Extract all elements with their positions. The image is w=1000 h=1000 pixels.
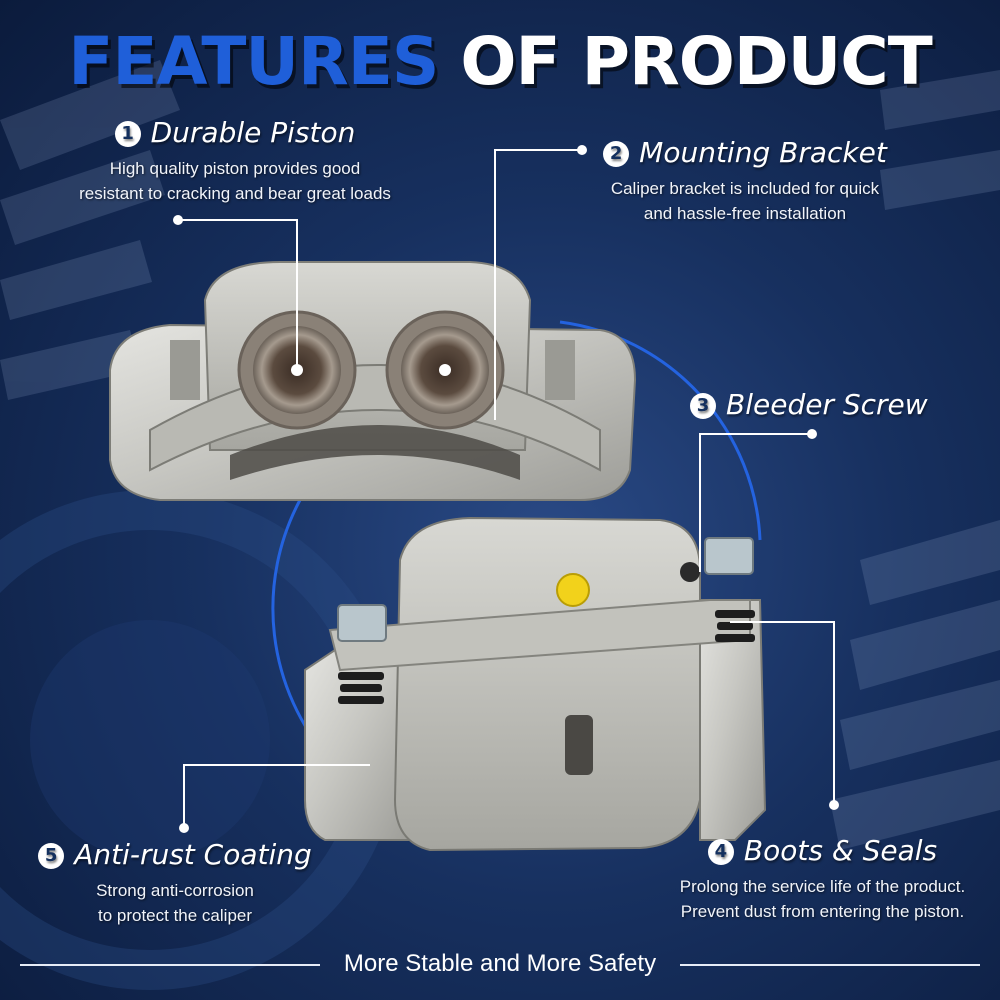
divider-left [20, 964, 320, 966]
feature-description-line: Prolong the service life of the product. [679, 877, 966, 896]
feature-description: Caliper bracket is included for quick an… [585, 176, 905, 226]
title-rest: OF PRODUCT [460, 23, 932, 100]
number-badge-icon: 5 [38, 843, 65, 869]
feature-title: Bleeder Screw [726, 388, 928, 421]
feature-heading: 3 Bleeder Screw [690, 388, 950, 422]
feature-anti-rust-coating: 5 Anti-rust Coating Strong anti-corrosion… [30, 838, 320, 928]
divider-right [680, 964, 980, 966]
feature-title: Durable Piston [150, 116, 356, 149]
feature-description: Prolong the service life of the product.… [660, 874, 985, 924]
number-badge-icon: 3 [690, 393, 716, 419]
feature-heading: 4 Boots & Seals [660, 834, 985, 868]
feature-bleeder-screw: 3 Bleeder Screw [690, 388, 950, 422]
number-badge-icon: 4 [707, 839, 734, 865]
tagline-text: More Stable and More Safety [343, 950, 657, 977]
page-title: FEATURES OF PRODUCT [0, 22, 1000, 102]
caliper-piston-view [109, 261, 637, 501]
feature-durable-piston: 1 Durable Piston High quality piston prov… [60, 116, 410, 206]
feature-description-line: resistant to cracking and bear great loa… [79, 184, 391, 203]
caliper-bracket-view [304, 516, 767, 852]
feature-heading: 5 Anti-rust Coating [30, 838, 320, 872]
feature-title: Anti-rust Coating [74, 838, 312, 871]
feature-description: High quality piston provides good resist… [60, 156, 410, 206]
feature-description-line: Prevent dust from entering the piston. [680, 902, 965, 921]
feature-mounting-bracket: 2 Mounting Bracket Caliper bracket is inc… [585, 136, 905, 226]
feature-title: Boots & Seals [743, 834, 938, 867]
number-badge-icon: 1 [114, 121, 141, 147]
feature-title: Mounting Bracket [639, 136, 887, 169]
title-highlight: FEATURES [68, 23, 439, 100]
number-badge-icon: 2 [603, 141, 630, 167]
feature-description-line: High quality piston provides good [109, 159, 361, 178]
feature-description-line: Caliper bracket is included for quick [610, 179, 880, 198]
footer-tagline: More Stable and More Safety [0, 946, 1000, 982]
feature-description: Strong anti-corrosion to protect the cal… [30, 878, 320, 928]
feature-heading: 1 Durable Piston [60, 116, 410, 150]
feature-description-line: and hassle-free installation [643, 204, 847, 223]
callout-lines [178, 149, 835, 828]
feature-description-line: Strong anti-corrosion [96, 881, 254, 900]
feature-description-line: to protect the caliper [97, 906, 253, 925]
feature-heading: 2 Mounting Bracket [585, 136, 905, 170]
tire-tread-pattern [0, 60, 1000, 850]
feature-boots-seals: 4 Boots & Seals Prolong the service life … [660, 834, 985, 924]
